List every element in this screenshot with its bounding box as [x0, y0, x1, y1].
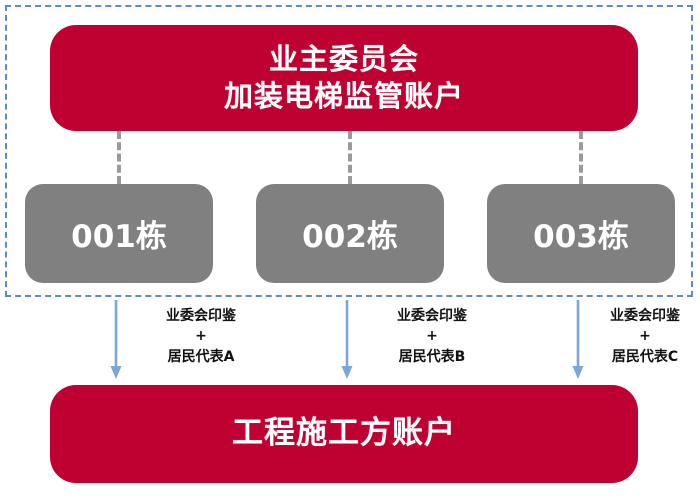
owners-committee-account-line1: 业主委员会 — [268, 41, 419, 76]
signature-seal-3: 业委会印鉴 — [610, 308, 680, 324]
signature-seal-2: 业委会印鉴 — [397, 308, 467, 324]
signature-plus-2: + — [426, 328, 438, 345]
owners-committee-account-line2: 加装电梯监管账户 — [223, 79, 464, 113]
connector-building-1 — [117, 131, 121, 184]
flow-arrow-building-1 — [110, 300, 122, 379]
building-box-003[interactable]: 003栋 — [487, 184, 675, 283]
signature-representative-1: 居民代表A — [167, 348, 235, 365]
signature-plus-3: + — [639, 328, 651, 345]
owners-committee-group-frame — [5, 5, 693, 297]
signature-representative-3: 居民代表C — [611, 348, 679, 365]
building-box-001[interactable]: 001栋 — [25, 184, 213, 283]
building-label-003: 003栋 — [533, 219, 629, 255]
owners-committee-account-box[interactable]: 业主委员会 加装电梯监管账户 — [50, 25, 638, 131]
building-label-002: 002栋 — [302, 219, 398, 255]
connector-building-2 — [348, 131, 352, 184]
signature-plus-1: + — [195, 328, 207, 345]
contractor-account-box[interactable]: 工程施工方账户 — [50, 385, 638, 483]
flow-arrow-building-3 — [572, 300, 584, 379]
contractor-account-label: 工程施工方账户 — [232, 415, 456, 452]
signature-seal-1: 业委会印鉴 — [166, 308, 236, 324]
signature-representative-2: 居民代表B — [398, 348, 466, 365]
flow-arrow-building-2 — [341, 300, 353, 379]
signature-requirement-1: 业委会印鉴 + 居民代表A — [126, 306, 276, 367]
building-box-002[interactable]: 002栋 — [256, 184, 444, 283]
signature-requirement-2: 业委会印鉴 + 居民代表B — [357, 306, 507, 367]
signature-requirement-3: 业委会印鉴 + 居民代表C — [570, 306, 700, 367]
connector-building-3 — [579, 131, 583, 184]
building-label-001: 001栋 — [71, 219, 167, 255]
